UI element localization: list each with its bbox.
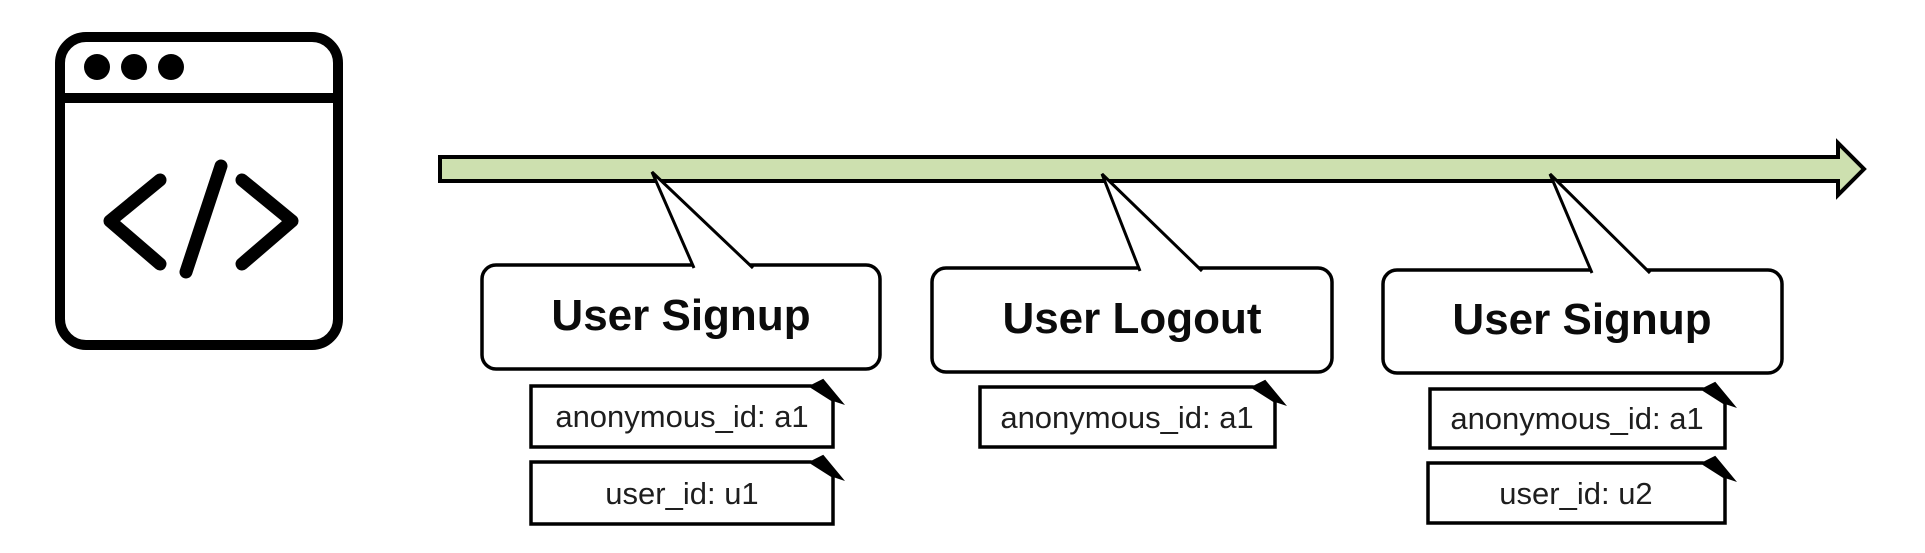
event-callout: User Signup anonymous_id: a1 user_id: u2 [1381, 172, 1784, 525]
event-title: User Logout [1002, 294, 1261, 343]
tag-label: anonymous_id: a1 [555, 399, 808, 434]
window-dot-icon [84, 54, 110, 80]
angle-left-icon [103, 173, 167, 271]
event-box [930, 266, 1334, 374]
code-window-icon [55, 32, 343, 350]
window-dot-icon [121, 54, 147, 80]
event-callout: User Signup anonymous_id: a1 user_id: u1 [480, 170, 882, 526]
folded-corner-icon [1700, 381, 1737, 409]
window-frame [55, 32, 343, 350]
folded-corner-icon [808, 454, 845, 482]
folded-corner-icon [808, 378, 845, 406]
tag-label: anonymous_id: a1 [1000, 400, 1253, 435]
event-title: User Signup [551, 291, 810, 340]
folded-corner-icon [1250, 379, 1287, 407]
event-box [480, 263, 882, 371]
tag-label: anonymous_id: a1 [1450, 401, 1703, 436]
event-box [1381, 268, 1784, 375]
property-tag: anonymous_id: a1 [529, 378, 845, 449]
property-tag: user_id: u2 [1426, 455, 1737, 525]
tag-body [1428, 387, 1727, 450]
property-tag-highlighted: anonymous_id: a1 [1428, 381, 1737, 450]
callout-pointer [1100, 172, 1204, 273]
timeline-arrow [438, 138, 1867, 200]
event-title: User Signup [1452, 295, 1711, 344]
tag-body [529, 384, 835, 449]
window-dot-icon [158, 54, 184, 80]
tag-body [529, 460, 835, 526]
tag-label: user_id: u1 [605, 476, 758, 511]
tag-label: user_id: u2 [1499, 476, 1652, 511]
property-tag: anonymous_id: a1 [978, 379, 1287, 449]
tag-body [978, 385, 1277, 449]
callout-pointer [1548, 172, 1652, 275]
event-callout: User Logout anonymous_id: a1 [930, 172, 1334, 449]
angle-right-icon [235, 173, 299, 271]
property-tag: user_id: u1 [529, 454, 845, 526]
callout-pointer [650, 170, 755, 270]
slash-icon [179, 159, 228, 279]
folded-corner-icon [1700, 455, 1737, 483]
tag-body [1426, 461, 1727, 525]
code-glyph-icon [103, 159, 299, 279]
